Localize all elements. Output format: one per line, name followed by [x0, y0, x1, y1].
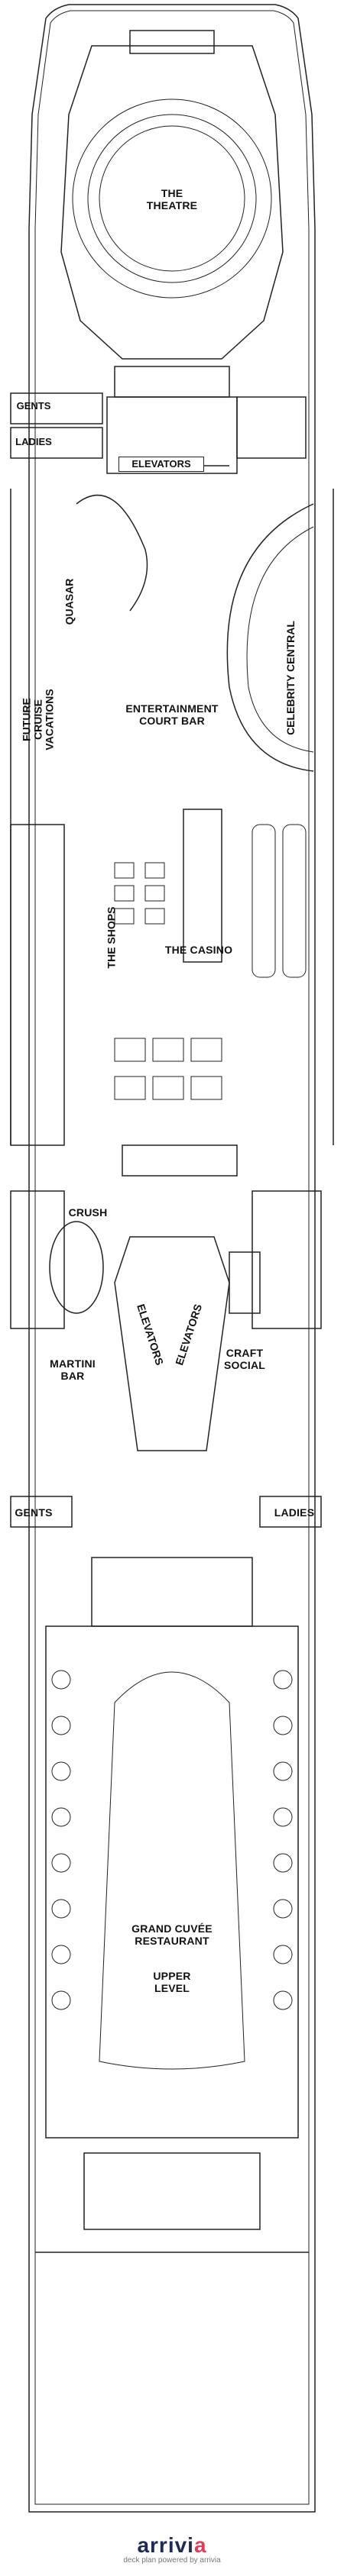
label-future-cruise-vacations: FUTURE CRUISE VACATIONS: [20, 689, 56, 751]
label-grand-cuvee-restaurant: GRAND CUVÉE RESTAURANT: [131, 1922, 213, 1947]
quasar-curve: [76, 494, 148, 612]
elevator-core: [114, 1236, 230, 1451]
hull-inner: [34, 10, 310, 2505]
label-gents-forward: GENTS: [16, 400, 51, 412]
theatre-outline: [60, 45, 284, 360]
label-quasar: QUASAR: [63, 578, 76, 625]
restaurant-floor: [45, 1625, 299, 2139]
label-the-casino: THE CASINO: [164, 944, 233, 956]
label-the-theatre: THE THEATRE: [146, 187, 198, 211]
label-entertainment-court-bar: ENTERTAINMENT COURT BAR: [125, 702, 219, 727]
label-ladies-aft: LADIES: [274, 1506, 315, 1519]
brand-tagline: deck plan powered by arrivia: [123, 2556, 221, 2565]
label-craft-social: CRAFT SOCIAL: [223, 1347, 266, 1371]
hull-outline: [28, 4, 316, 2513]
arrivia-logo: arrivia: [137, 2533, 207, 2557]
label-the-shops: THE SHOPS: [105, 906, 118, 969]
label-ladies-forward: LADIES: [15, 436, 52, 447]
celebrity-curve: [226, 503, 314, 772]
label-elevators-forward: ELEVATORS: [118, 457, 204, 472]
martini-bar-shape: [49, 1221, 104, 1314]
brand-footer: arrivia deck plan powered by arrivia: [0, 2533, 344, 2565]
label-gents-aft: GENTS: [15, 1506, 53, 1519]
label-celebrity-central: CELEBRITY CENTRAL: [284, 621, 297, 735]
label-upper-level: UPPER LEVEL: [153, 1970, 191, 1994]
label-martini-bar: MARTINI BAR: [50, 1357, 96, 1382]
label-crush: CRUSH: [68, 1206, 108, 1219]
